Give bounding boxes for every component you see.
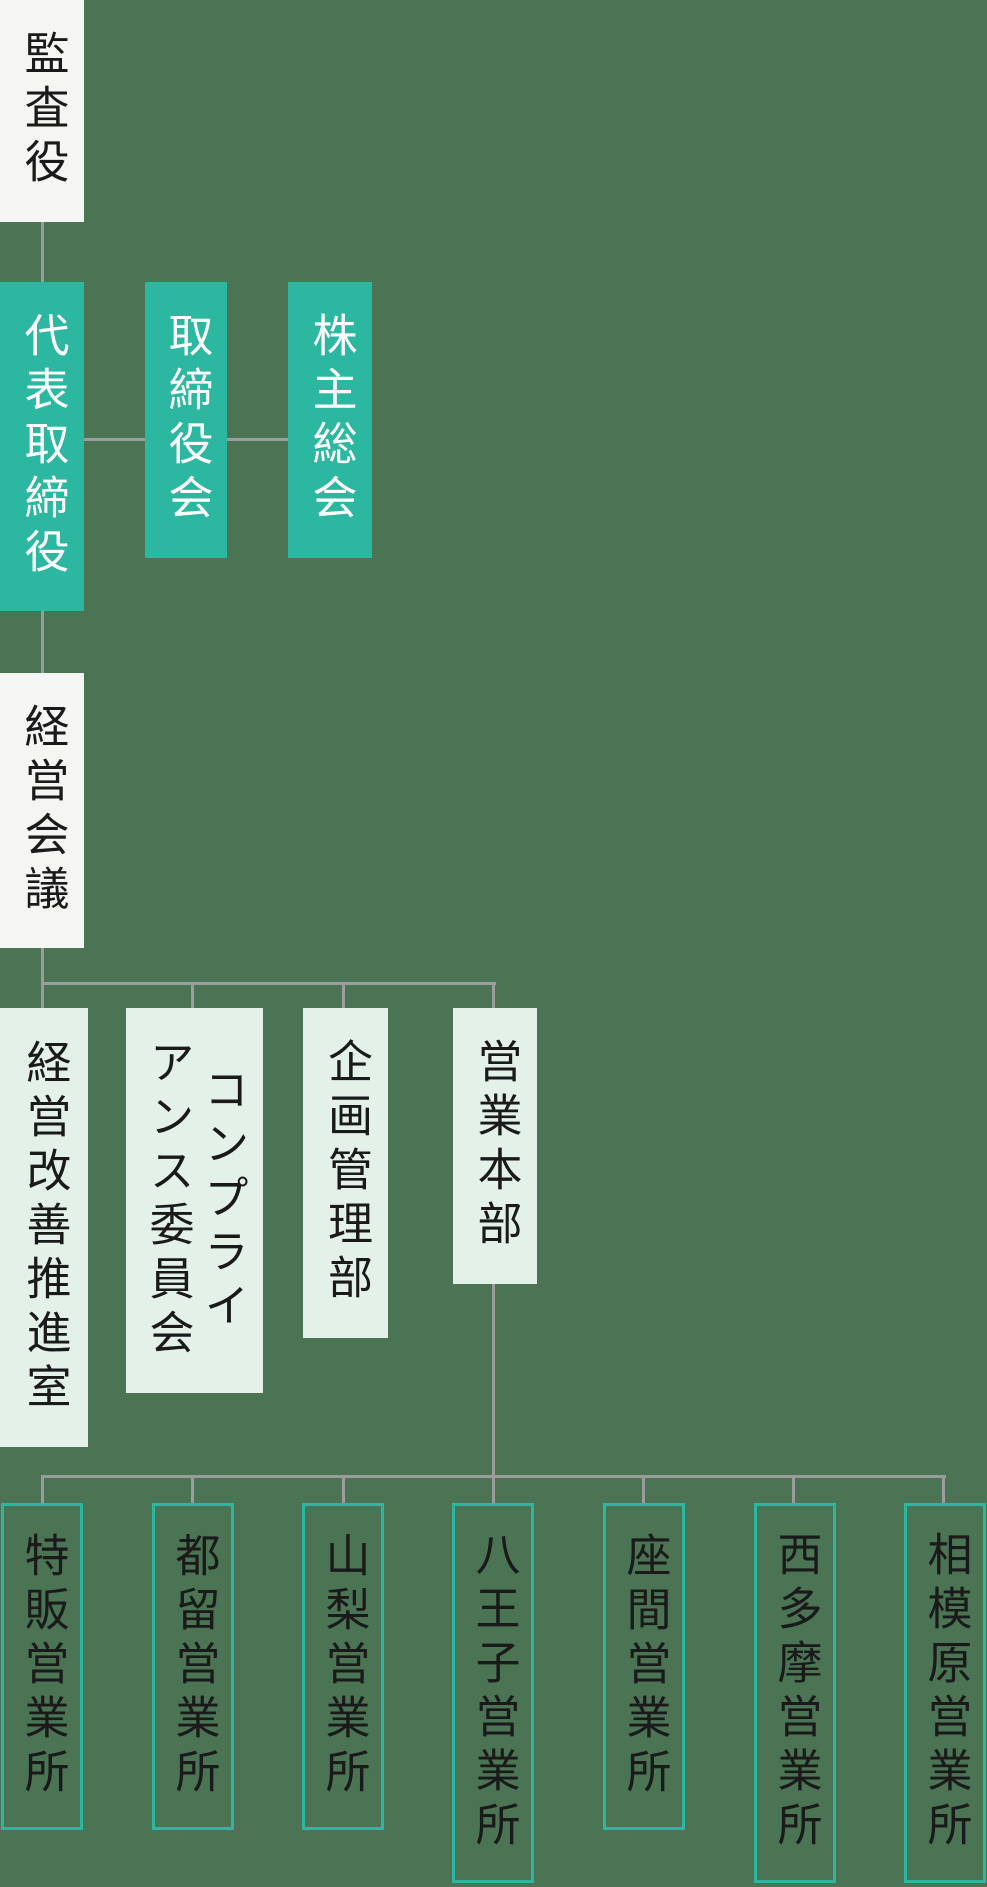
node-management-improvement-office: 経営改善推進室 bbox=[0, 1008, 88, 1447]
connector-drop-zama bbox=[642, 1475, 645, 1503]
node-hachioji-sales-office-label: 八王子営業所 bbox=[468, 1531, 520, 1855]
connector-drop-yamanashi bbox=[342, 1475, 345, 1503]
node-sagamihara-sales-office-label: 相模原営業所 bbox=[920, 1531, 972, 1855]
node-hachioji-sales-office: 八王子営業所 bbox=[452, 1503, 534, 1883]
connector-drop-nishitama bbox=[792, 1475, 795, 1503]
node-board-of-directors: 取締役会 bbox=[145, 282, 227, 558]
node-management-council: 経営会議 bbox=[0, 673, 84, 948]
connector-level2-horizontal bbox=[41, 982, 496, 985]
connector-council-trunk bbox=[41, 948, 44, 1008]
connector-drop-tokuhan bbox=[41, 1475, 44, 1503]
connector-level3-horizontal bbox=[41, 1475, 946, 1478]
node-yamanashi-sales-office: 山梨営業所 bbox=[302, 1503, 384, 1830]
node-nishitama-sales-office-label: 西多摩営業所 bbox=[770, 1531, 822, 1855]
node-sales-headquarters-label: 営業本部 bbox=[470, 1038, 522, 1254]
node-sagamihara-sales-office: 相模原営業所 bbox=[904, 1503, 986, 1883]
node-planning-admin-dept: 企画管理部 bbox=[303, 1008, 388, 1338]
node-board-of-directors-label: 取締役会 bbox=[161, 312, 213, 528]
connector-sales-trunk bbox=[492, 1284, 495, 1503]
node-zama-sales-office-label: 座間営業所 bbox=[619, 1531, 671, 1802]
connector-director-board bbox=[84, 438, 145, 441]
node-shareholders-meeting-label: 株主総会 bbox=[305, 312, 357, 528]
node-yamanashi-sales-office-label: 山梨営業所 bbox=[318, 1531, 370, 1802]
node-nishitama-sales-office: 西多摩営業所 bbox=[754, 1503, 836, 1883]
connector-drop-compliance bbox=[191, 982, 194, 1008]
node-shareholders-meeting: 株主総会 bbox=[288, 282, 372, 558]
node-compliance-committee-label: コンプライ アンス委員会 bbox=[142, 1038, 249, 1363]
connector-board-shareholders bbox=[227, 438, 288, 441]
node-representative-director-label: 代表取締役 bbox=[17, 311, 69, 582]
node-management-improvement-office-label: 経営改善推進室 bbox=[19, 1038, 71, 1417]
connector-director-council bbox=[41, 611, 44, 673]
node-sales-headquarters: 営業本部 bbox=[453, 1008, 537, 1284]
node-tsuru-sales-office: 都留営業所 bbox=[152, 1503, 234, 1830]
node-tsuru-sales-office-label: 都留営業所 bbox=[168, 1531, 220, 1802]
node-tokuhan-sales-office: 特販営業所 bbox=[1, 1503, 83, 1830]
connector-drop-sagamihara bbox=[942, 1475, 945, 1503]
connector-drop-planning bbox=[342, 982, 345, 1008]
node-management-council-label: 経営会議 bbox=[17, 702, 69, 919]
node-zama-sales-office: 座間営業所 bbox=[603, 1503, 685, 1830]
node-representative-director: 代表取締役 bbox=[0, 282, 84, 611]
node-compliance-committee: コンプライ アンス委員会 bbox=[126, 1008, 263, 1393]
node-auditor-label: 監査役 bbox=[17, 30, 69, 192]
node-auditor: 監査役 bbox=[0, 0, 84, 222]
connector-drop-tsuru bbox=[191, 1475, 194, 1503]
connector-auditor-director bbox=[41, 222, 44, 282]
connector-drop-sales-hq bbox=[492, 982, 495, 1008]
node-tokuhan-sales-office-label: 特販営業所 bbox=[17, 1531, 69, 1802]
node-planning-admin-dept-label: 企画管理部 bbox=[320, 1038, 372, 1308]
